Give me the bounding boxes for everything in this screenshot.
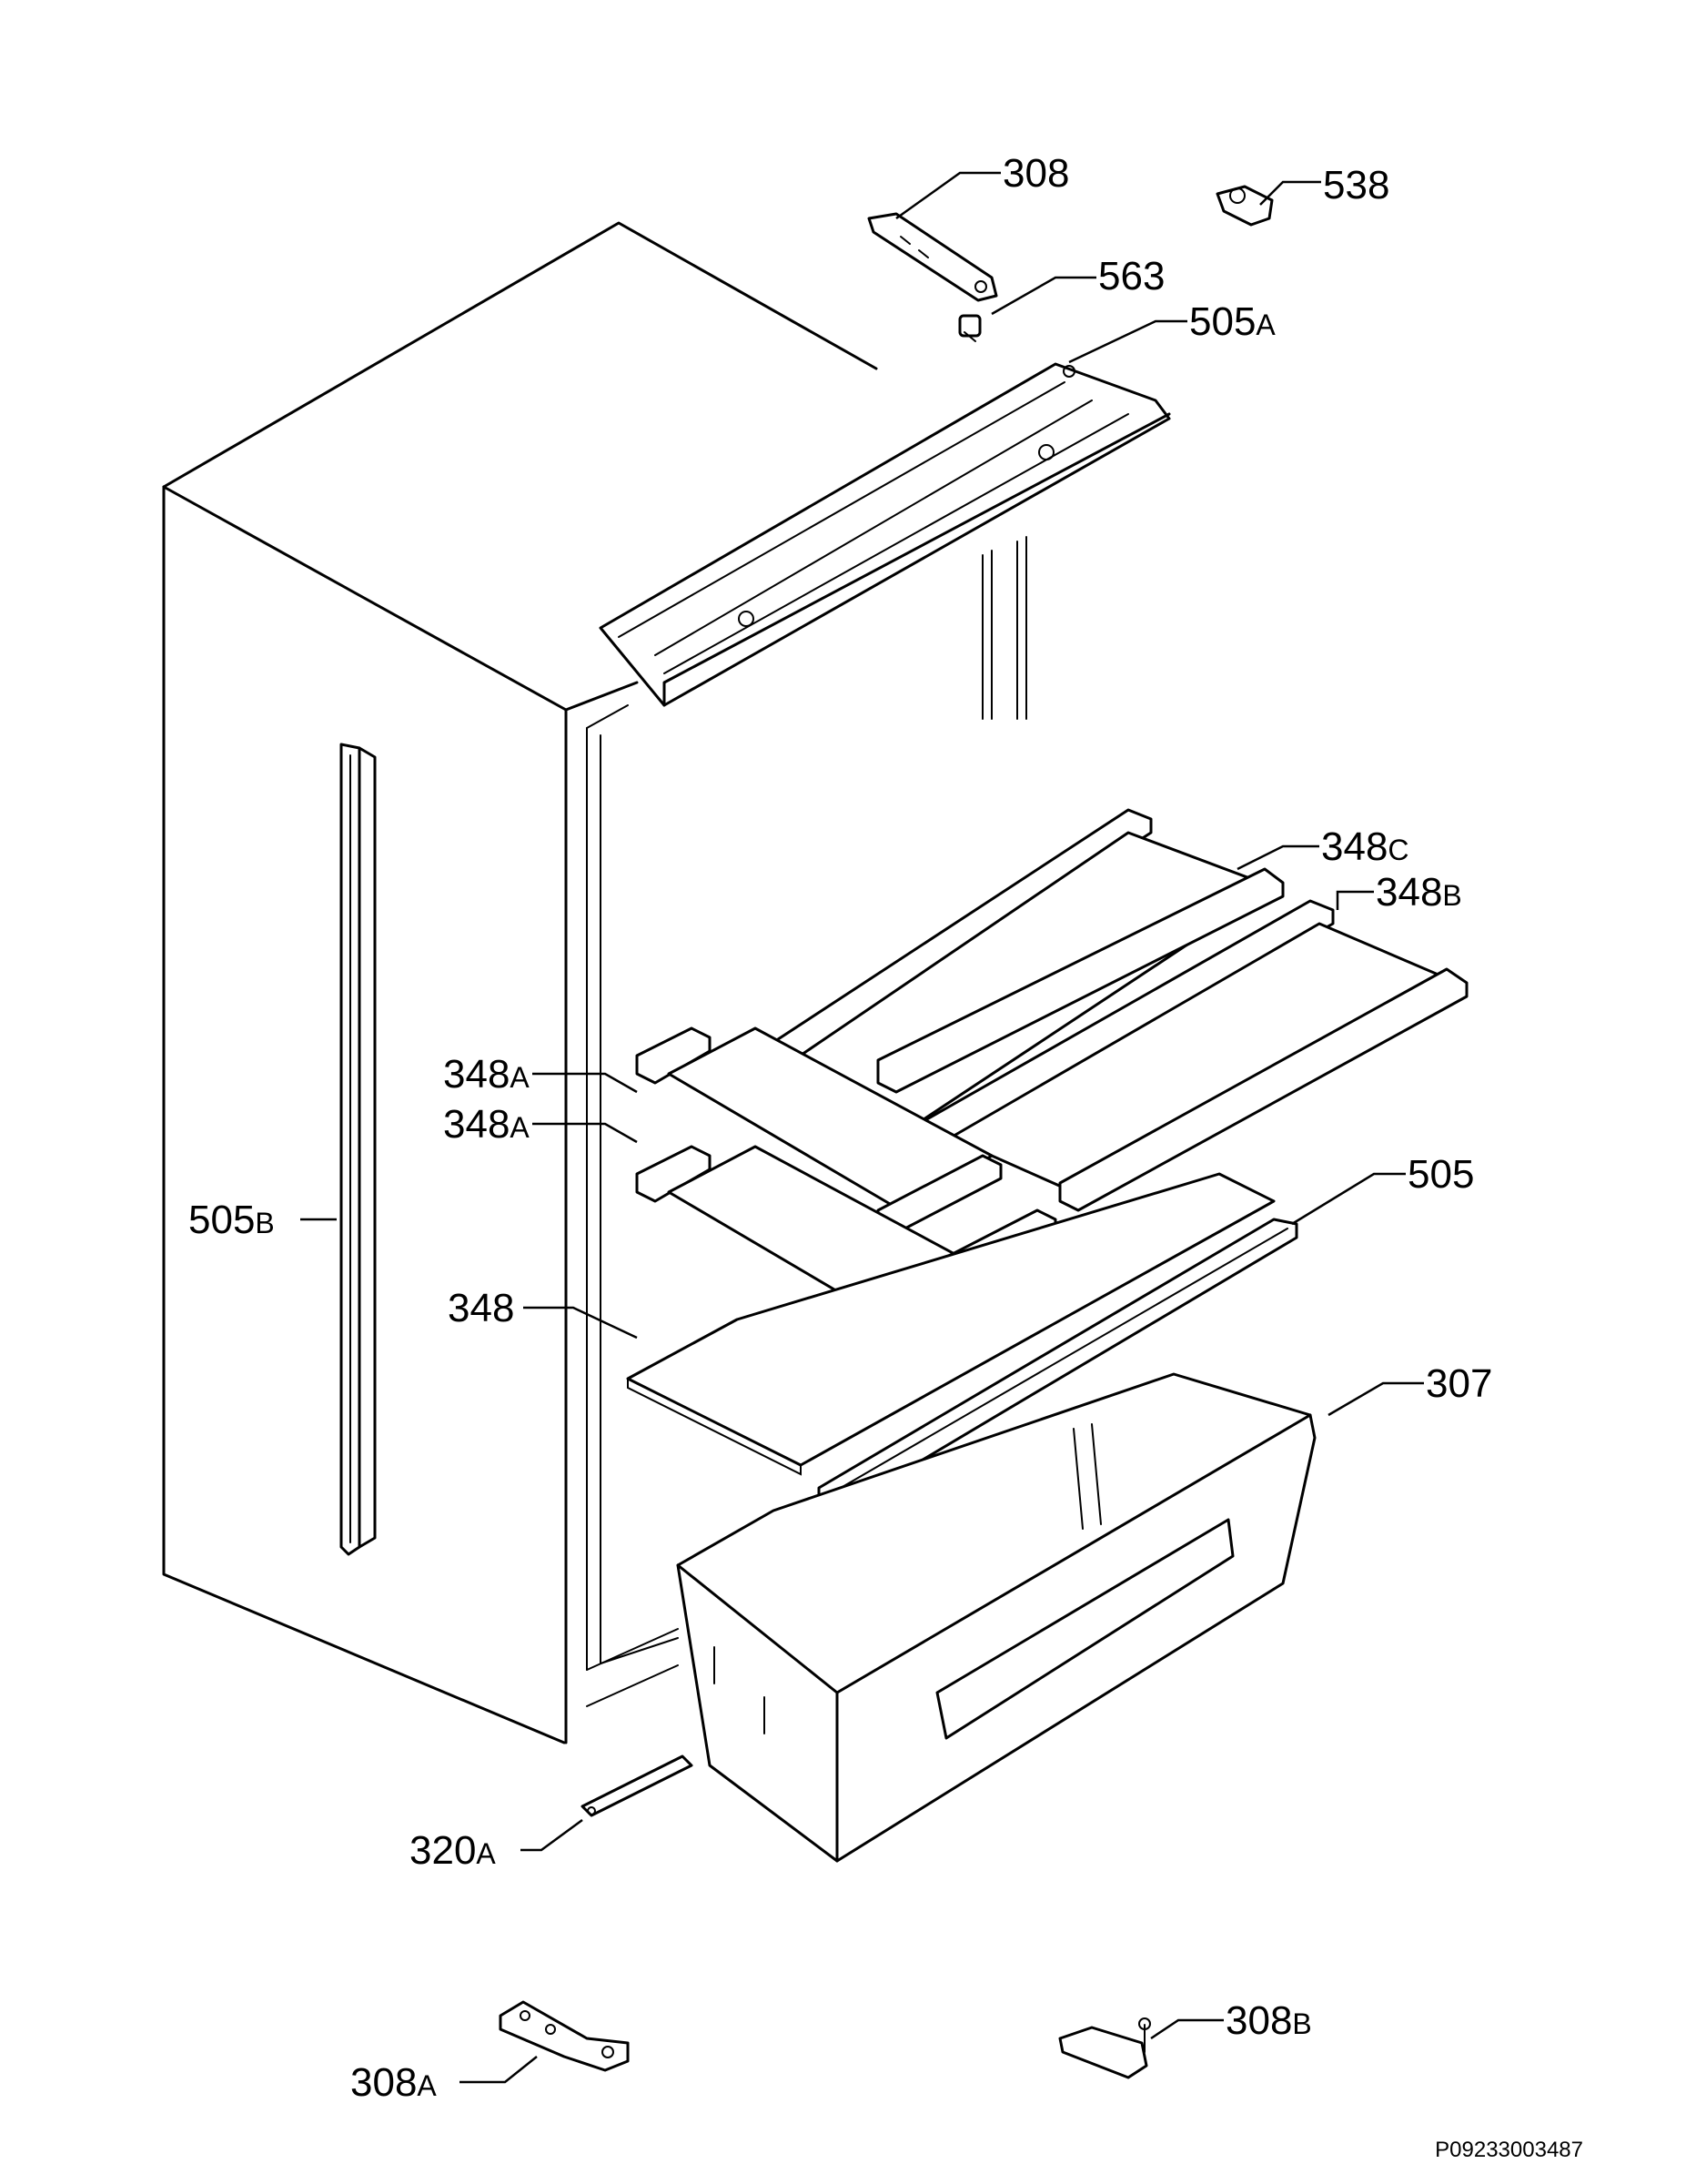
label-308b: 308B (1226, 1998, 1312, 2043)
shelf-348a-upper (635, 1026, 1003, 1235)
label-308: 308 (1003, 151, 1069, 196)
label-348c: 348C (1321, 824, 1409, 869)
label-563: 563 (1098, 254, 1165, 298)
label-348a-upper: 348A (443, 1052, 530, 1097)
label-348a-lower: 348A (443, 1102, 530, 1147)
shelf-348b (917, 899, 1469, 1212)
label-348: 348 (448, 1286, 514, 1330)
reference-code: P09233003487 (1435, 2138, 1583, 2162)
hinge-308b (1058, 2017, 1151, 2079)
label-505a: 505A (1189, 299, 1276, 344)
cabinet-body (162, 221, 1027, 1744)
label-320a: 320A (409, 1828, 496, 1873)
label-308a: 308A (350, 2060, 437, 2105)
hinge-308a (499, 2000, 630, 2072)
label-348b: 348B (1376, 870, 1462, 915)
part-labels: 308 538 563 505A 348C 348B 348A 348A 505… (188, 151, 1492, 2105)
rail-320a (580, 1754, 693, 1817)
label-307: 307 (1426, 1361, 1492, 1406)
bolt-563 (958, 314, 982, 342)
top-rail-505a (599, 362, 1171, 707)
label-538: 538 (1323, 163, 1389, 207)
label-505b: 505B (188, 1198, 275, 1242)
bracket-538 (1216, 185, 1274, 227)
crisper-drawer-307 (676, 1372, 1317, 1863)
leader-lines (300, 171, 1424, 2084)
glass-shelf-348 (626, 1172, 1276, 1476)
door-seal-505b (339, 743, 377, 1556)
label-505: 505 (1408, 1152, 1474, 1197)
hinge-308 (867, 212, 998, 302)
